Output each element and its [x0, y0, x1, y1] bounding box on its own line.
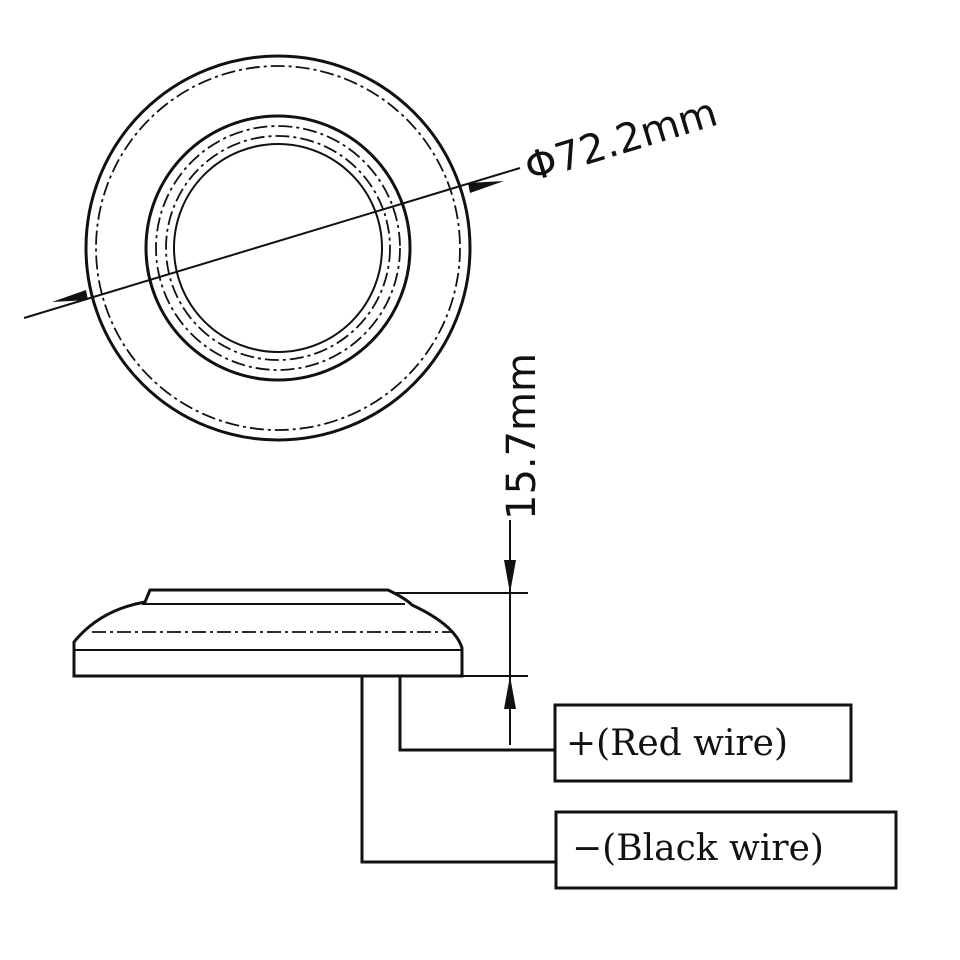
top-view: Φ72.2mm: [23, 54, 723, 442]
black-wire-label: −(Black wire): [572, 828, 824, 869]
black-wire-lead: [360, 676, 556, 864]
red-wire-label: +(Red wire): [566, 723, 788, 764]
outer-ring-dashed: [95, 65, 461, 431]
inner-disc: [173, 143, 383, 353]
red-wire-box: [553, 703, 853, 783]
outer-ring: [84, 54, 472, 442]
diameter-label: Φ72.2mm: [519, 90, 722, 192]
height-arrow-top: [504, 560, 516, 593]
inner-ring: [144, 114, 412, 382]
diameter-arrow-left: [52, 290, 88, 302]
inner-ring-dashed-2: [165, 135, 391, 361]
diameter-arrow-right: [468, 181, 504, 193]
height-label: 15.7mm: [499, 353, 545, 520]
inner-ring-dashed-1: [155, 125, 401, 371]
height-arrow-bottom: [504, 676, 516, 709]
red-wire-lead: [398, 676, 556, 752]
diameter-dimension-line: [23, 167, 521, 319]
side-view: 15.7mm +(Red wire) −(Black wire): [72, 353, 898, 890]
black-wire-box: [554, 810, 898, 890]
body-profile: [72, 588, 464, 678]
